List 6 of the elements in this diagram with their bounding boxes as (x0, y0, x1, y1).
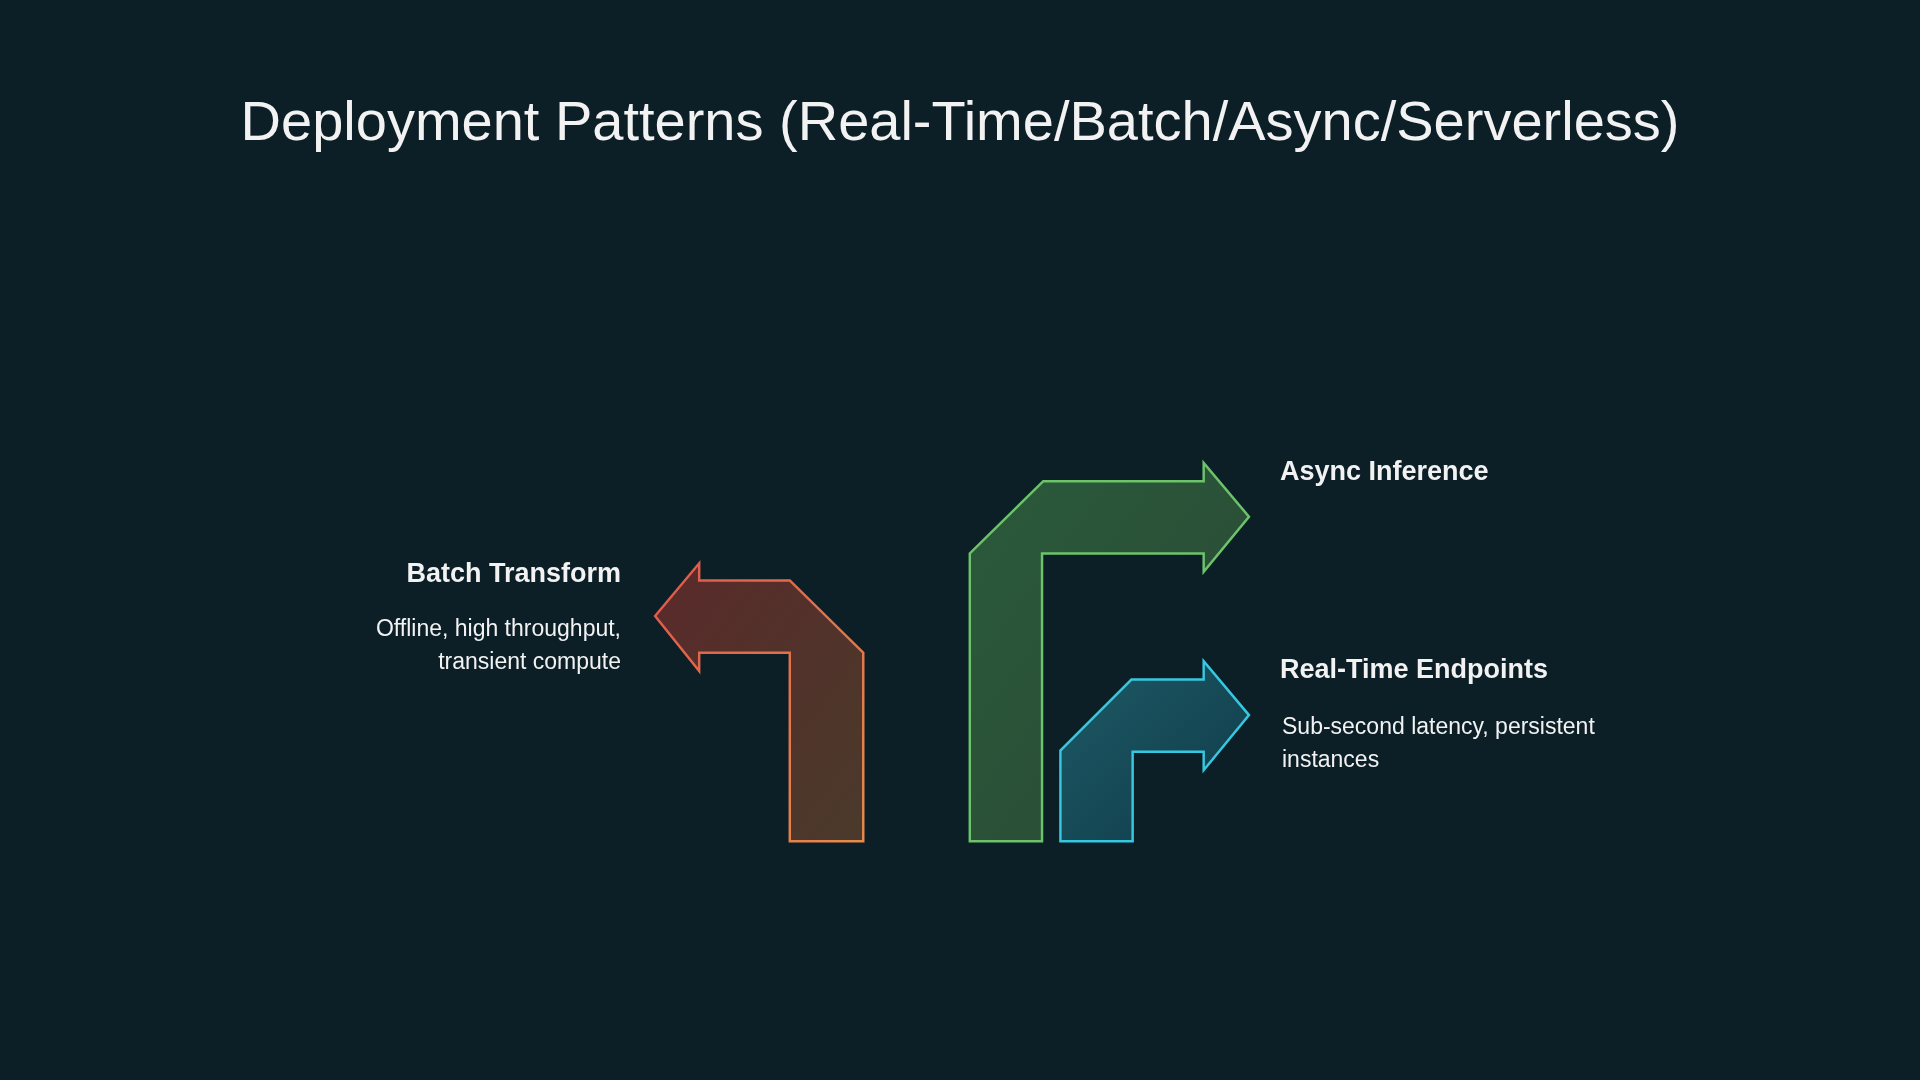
pattern-description: Offline, high throughput, transient compute (374, 614, 621, 676)
slide-title: Deployment Patterns (Real-Time/Batch/Async/Serverless) (239, 88, 1681, 153)
pattern-heading: Async Inference (1280, 456, 1489, 487)
pattern-heading: Real-Time Endpoints (1280, 654, 1549, 685)
pattern-description: Sub-second latency, persistent instances (1282, 712, 1596, 774)
pattern-heading: Batch Transform (406, 558, 621, 589)
